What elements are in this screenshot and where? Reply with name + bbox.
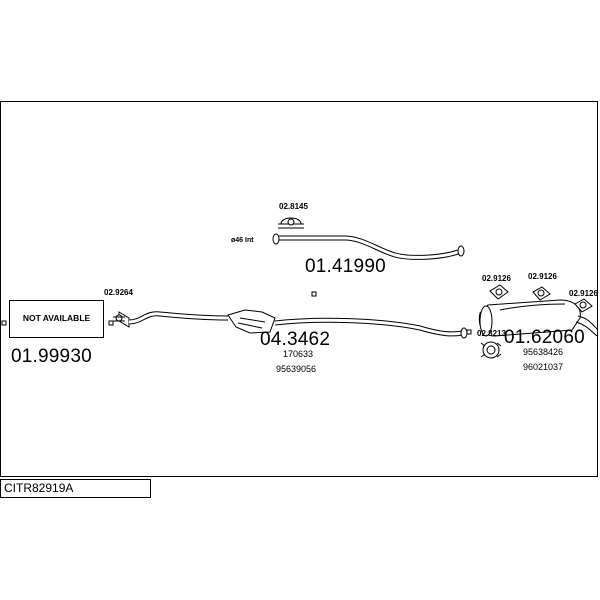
clamp-tail-drawing	[278, 217, 304, 229]
hanger-drawings	[489, 284, 593, 313]
tail-pipe-spec: ø46 Int	[231, 237, 254, 244]
clamp-front-label: 02.9264	[104, 288, 133, 297]
hanger-rear-2-label: 02.9126	[528, 272, 557, 281]
reference-markers	[1, 291, 472, 335]
middle-pipe-ref-2: 95639056	[276, 364, 317, 374]
front-pipe-label: 01.99930	[11, 346, 92, 367]
reference-code: CITR82919A	[0, 479, 151, 498]
rear-silencer-label: 01.62060	[504, 327, 585, 348]
front-flange-drawing	[113, 311, 130, 328]
tail-pipe-label: 01.41990	[305, 256, 386, 277]
rear-silencer-ref-2: 96021037	[523, 362, 564, 372]
middle-pipe-drawing	[128, 309, 468, 339]
hanger-rear-1-label: 02.9126	[482, 274, 511, 283]
diagram-frame	[0, 101, 598, 477]
middle-pipe-label: 04.3462	[260, 329, 331, 350]
rear-silencer-drawing	[478, 299, 599, 337]
tail-pipe-drawing	[272, 233, 465, 260]
middle-pipe-ref-1: 170633	[283, 349, 314, 359]
clamp-tail-label: 02.8145	[279, 202, 308, 211]
rear-silencer-ref-1: 95638426	[523, 347, 564, 357]
not-available-text: NOT AVAILABLE	[22, 313, 91, 324]
hanger-rear-3-label: 02.9126	[569, 289, 598, 298]
not-available-box: NOT AVAILABLE	[9, 300, 104, 338]
rear-clamp-drawing	[480, 341, 502, 359]
clamp-rear-label: 02.8213	[477, 329, 506, 338]
